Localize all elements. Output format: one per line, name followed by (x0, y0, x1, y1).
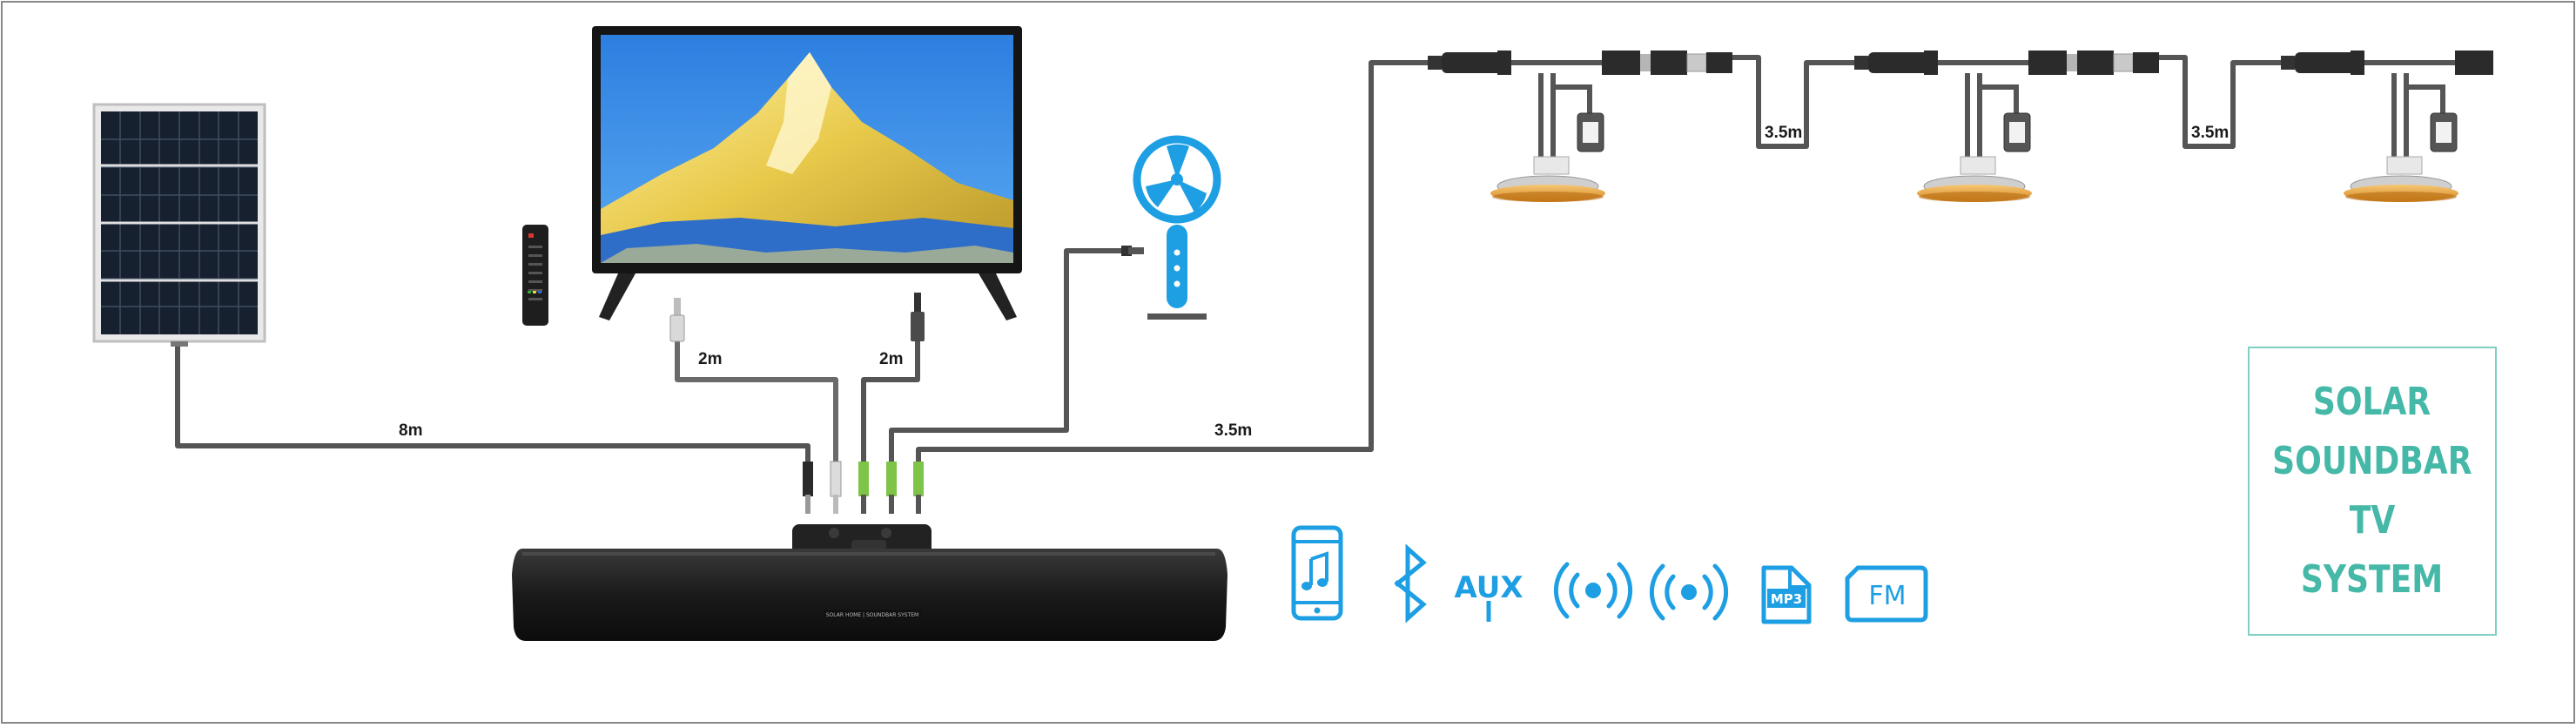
fan (1121, 135, 1221, 320)
aux-icon: AUX (1454, 570, 1523, 622)
label-light-link-2: 3.5m (2191, 124, 2229, 142)
tv-remote (522, 225, 548, 326)
cables (175, 55, 2292, 464)
label-aux-cable: 2m (698, 350, 722, 368)
solar-panel (92, 103, 266, 347)
wireless-icon-2 (1649, 563, 1729, 621)
cable-light-link-1 (1685, 55, 1866, 149)
light-unit-3 (2281, 51, 2493, 202)
light-unit-2 (1854, 51, 2114, 202)
soundbar-connectors (803, 461, 924, 514)
fm-label: FM (1868, 581, 1906, 611)
title-line-1: SOLAR (2313, 380, 2431, 424)
feature-icons: AUX MP3 FM (1291, 525, 1928, 624)
label-solar-cable: 8m (399, 421, 422, 440)
mp3-icon: MP3 (1761, 565, 1812, 624)
aux-label: AUX (1454, 570, 1523, 605)
fm-icon: FM (1845, 565, 1928, 623)
music-phone-icon (1291, 525, 1343, 621)
cable-solar-to-soundbar (175, 341, 810, 464)
light-unit-1 (1428, 51, 1687, 202)
cable-to-fan (889, 248, 1131, 464)
cable-to-lights (916, 60, 1439, 464)
title-line-2: SOUNDBAR (2272, 439, 2472, 483)
light-units (1428, 51, 2493, 202)
mp3-label: MP3 (1771, 591, 1802, 607)
cable-aux-to-tv (675, 339, 838, 464)
title-line-4: SYSTEM (2301, 557, 2444, 602)
label-light-link-1: 3.5m (1765, 124, 1802, 142)
label-power-cable: 2m (879, 350, 903, 368)
television (522, 26, 1022, 342)
bluetooth-icon (1394, 543, 1427, 624)
label-lights-cable: 3.5m (1214, 421, 1252, 440)
wireless-icon-1 (1553, 562, 1633, 619)
system-title-box: SOLAR SOUNDBAR TV SYSTEM (2248, 347, 2497, 636)
soundbar: SOLAR HOME | SOUNDBAR SYSTEM (512, 524, 1227, 641)
cable-light-link-2 (2111, 55, 2292, 149)
title-line-3: TV (2349, 498, 2396, 543)
soundbar-badge: SOLAR HOME | SOUNDBAR SYSTEM (826, 612, 918, 618)
cable-power-to-tv (861, 339, 920, 464)
